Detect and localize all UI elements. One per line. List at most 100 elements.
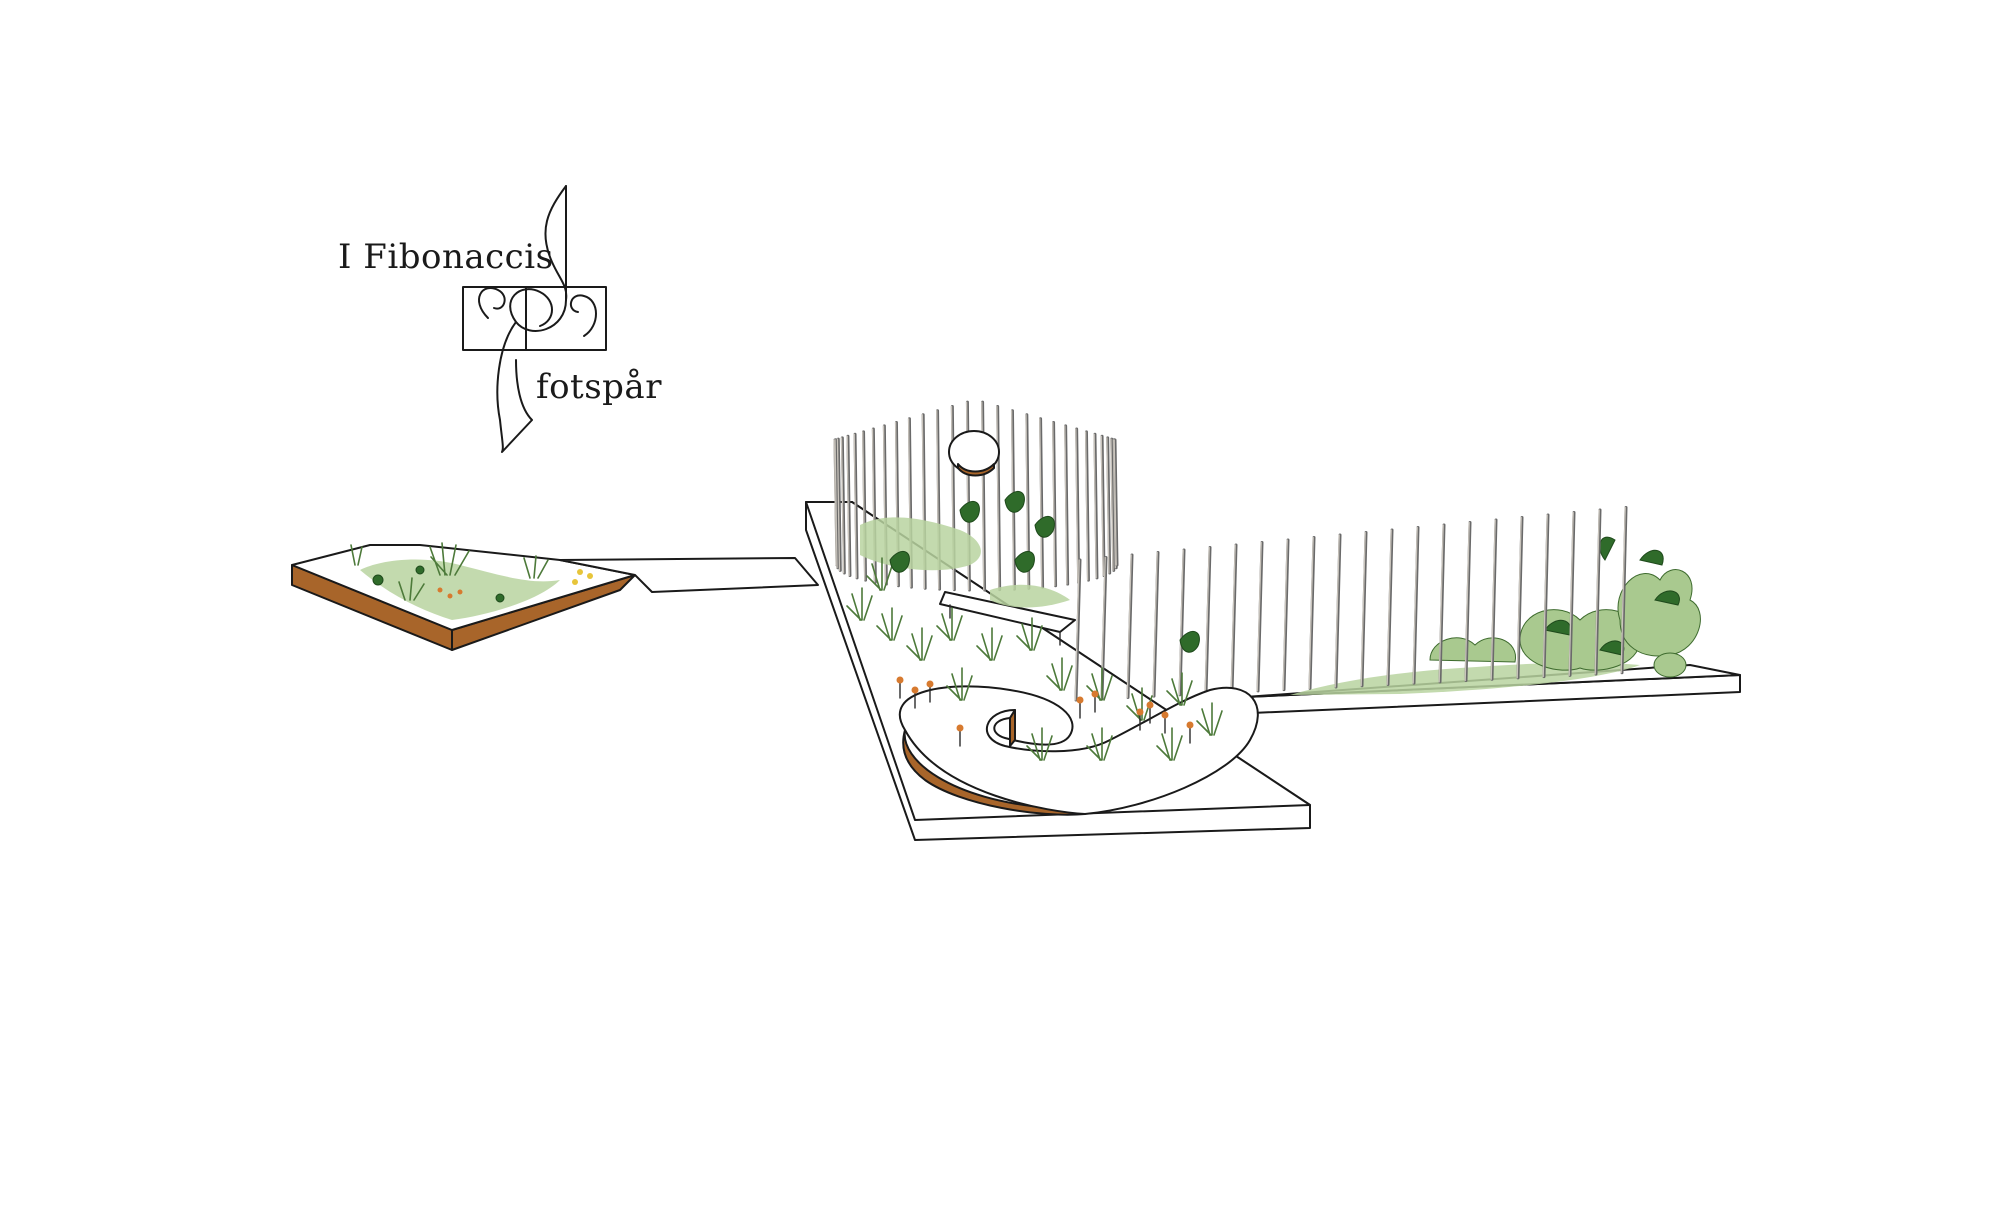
willow-pole-highlight [1093,433,1097,579]
willow-pole [1360,531,1368,688]
willow-pole-highlight [1178,549,1184,696]
willow-pole-highlight [1516,516,1522,679]
willow-pole-highlight [1386,529,1392,686]
flower [1161,711,1169,719]
willow-pole-screen [833,400,1628,702]
willow-pole [846,434,852,577]
willow-pole [834,438,840,570]
willow-pole-highlight [1204,546,1210,695]
willow-pole [1256,541,1264,693]
flower [1076,696,1084,704]
willow-pole [1093,432,1099,580]
grass-tuft [946,667,973,701]
grass-tuft [936,607,963,641]
flower [956,724,964,732]
willow-pole [853,432,859,580]
logo-line-2: fotspår [536,367,662,407]
willow-pole-highlight [1064,425,1068,585]
willow-pole [840,436,846,575]
fibonacci-spiral-bed [898,685,1259,816]
willow-pole-highlight [996,405,1000,591]
grass-tuft [1046,657,1073,691]
willow-pole-highlight [1308,536,1314,689]
fibonacci-spiral-mark [462,185,607,453]
willow-pole-highlight [1438,524,1444,683]
logo: I Fibonaccis fotspår [338,185,662,453]
willow-pole [1178,548,1186,697]
willow-pole [836,437,842,572]
flower [1186,721,1194,729]
willow-pole-highlight [1100,435,1104,577]
willow-pole-highlight [1360,531,1366,687]
willow-pole-highlight [1112,439,1117,569]
willow-pole-highlight [1412,526,1418,684]
grass-tuft [876,607,903,641]
willow-pole [1568,511,1576,677]
willow-pole [1334,533,1342,689]
willow-pole-highlight [1594,509,1600,675]
leaf [889,551,910,573]
connecting-path [559,557,819,593]
willow-pole [1100,434,1106,577]
flower [926,680,934,688]
willow-pole-highlight [1464,521,1470,682]
willow-pole [1308,536,1316,690]
spiral-center-post [1009,709,1016,747]
willow-pole-highlight [846,435,850,577]
willow-pole-highlight [1085,431,1089,581]
leaf [1179,631,1200,653]
willow-pole-highlight [1126,554,1132,699]
willow-pole [1039,417,1045,589]
grass-tuft [1166,672,1193,706]
logo-line-1: I Fibonaccis [338,237,554,277]
willow-pole [1084,430,1090,582]
left-triangle-bed [291,542,636,651]
flower [896,676,904,684]
grass-tuft [976,627,1003,661]
grass-tuft [1156,727,1183,761]
willow-pole-highlight [1113,439,1117,566]
grass-tuft [1086,727,1113,761]
willow-pole [1620,506,1628,675]
willow-pole-highlight [1152,551,1158,697]
willow-pole-highlight [1256,541,1262,692]
willow-pole [1052,420,1058,588]
willow-pole [1282,538,1290,692]
willow-pole [1074,558,1082,702]
left-bed-planting [350,542,593,620]
willow-pole-highlight [840,437,845,574]
platform-planting [846,491,1223,761]
willow-pole [1464,521,1472,682]
leaf [959,501,980,523]
willow-pole [1064,424,1070,586]
willow-pole [1106,436,1112,575]
willow-pole-highlight [1568,511,1574,676]
willow-pole [1204,546,1212,695]
willow-pole-highlight [1230,544,1236,693]
willow-pole-highlight [1052,421,1056,587]
willow-pole-highlight [1106,437,1110,574]
willow-pole-highlight [833,439,837,566]
grass-tuft [1016,617,1043,651]
flower [1136,708,1144,716]
willow-pole-highlight [1074,559,1080,701]
willow-pole-highlight [1039,418,1043,588]
willow-pole [1126,553,1134,699]
willow-pole [996,404,1002,592]
willow-pole-highlight [1334,534,1340,688]
grass-tuft [1026,727,1053,761]
sign-base [957,463,995,477]
spiral-bed-top [898,685,1259,815]
willow-pole [1113,438,1119,567]
leaf [1014,551,1035,573]
leaf [1034,516,1055,538]
willow-pole [1230,543,1238,694]
flower [911,686,919,694]
grass-tuft [1086,667,1113,701]
grass-tuft [866,557,893,591]
willow-pole [1386,528,1394,686]
willow-pole-highlight [1282,539,1288,691]
leaf [1004,491,1025,513]
